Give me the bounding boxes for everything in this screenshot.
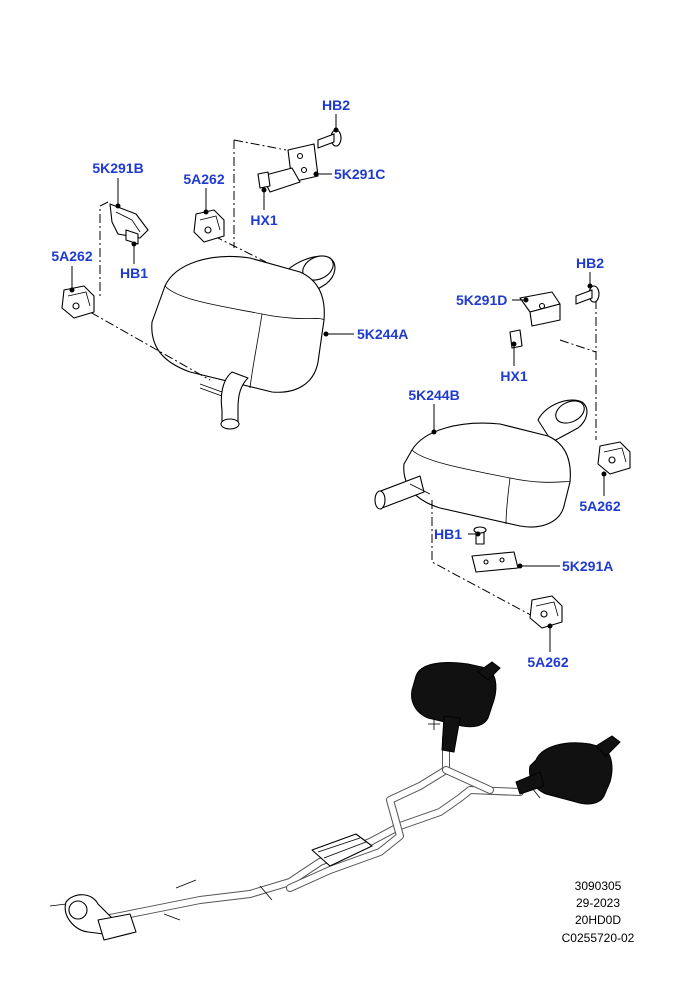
callout-5k291d: 5K291D: [456, 292, 507, 308]
bracket-5k291a[interactable]: [471, 551, 519, 573]
callout-labels: HB2 5K291C 5K291B 5A262 HX1 5A262 HB1 5K…: [51, 97, 620, 670]
isolator-5a262-upper[interactable]: [193, 209, 225, 243]
bracket-5k291d[interactable]: [519, 291, 561, 327]
isolator-5a262-bottom[interactable]: [529, 595, 563, 629]
callout-hx1-right: HX1: [500, 368, 527, 384]
callout-hb1-right: HB1: [434, 526, 462, 542]
callout-hb2-right: HB2: [576, 255, 604, 271]
callout-5k291a: 5K291A: [562, 558, 613, 574]
callout-5k244a: 5K244A: [357, 326, 408, 342]
bolt-hb2-right[interactable]: [575, 285, 600, 305]
muffler-5k244a[interactable]: [151, 251, 337, 430]
reference-codes: 3090305 29-2023 20HD0D C0255720-02: [562, 879, 635, 945]
leader-lines: [69, 114, 607, 652]
nut-hx1-top[interactable]: [257, 171, 271, 189]
ref-line-3: 20HD0D: [575, 913, 621, 927]
ref-line-1: 3090305: [575, 879, 622, 893]
exhaust-system-overview: [49, 661, 621, 941]
callout-5a262-upper: 5A262: [183, 171, 224, 187]
bracket-5k291c[interactable]: [261, 143, 319, 193]
isolator-5a262-left[interactable]: [61, 285, 95, 319]
callout-hb1-left: HB1: [120, 265, 148, 281]
bolt-hb2-top[interactable]: [317, 129, 342, 149]
callout-5k291c: 5K291C: [334, 166, 385, 182]
ref-line-4: C0255720-02: [562, 931, 635, 945]
isolator-5a262-right[interactable]: [597, 441, 631, 475]
muffler-5k244b[interactable]: [374, 397, 588, 528]
callout-5a262-bottom: 5A262: [527, 654, 568, 670]
ref-line-2: 29-2023: [576, 896, 620, 910]
bracket-5k291b[interactable]: [109, 203, 149, 245]
callout-5a262-left: 5A262: [51, 248, 92, 264]
callout-hb2-top: HB2: [322, 97, 350, 113]
callout-5a262-right: 5A262: [579, 498, 620, 514]
callout-hx1-top: HX1: [250, 212, 277, 228]
callout-5k291b: 5K291B: [92, 160, 143, 176]
callout-5k244b: 5K244B: [408, 387, 459, 403]
